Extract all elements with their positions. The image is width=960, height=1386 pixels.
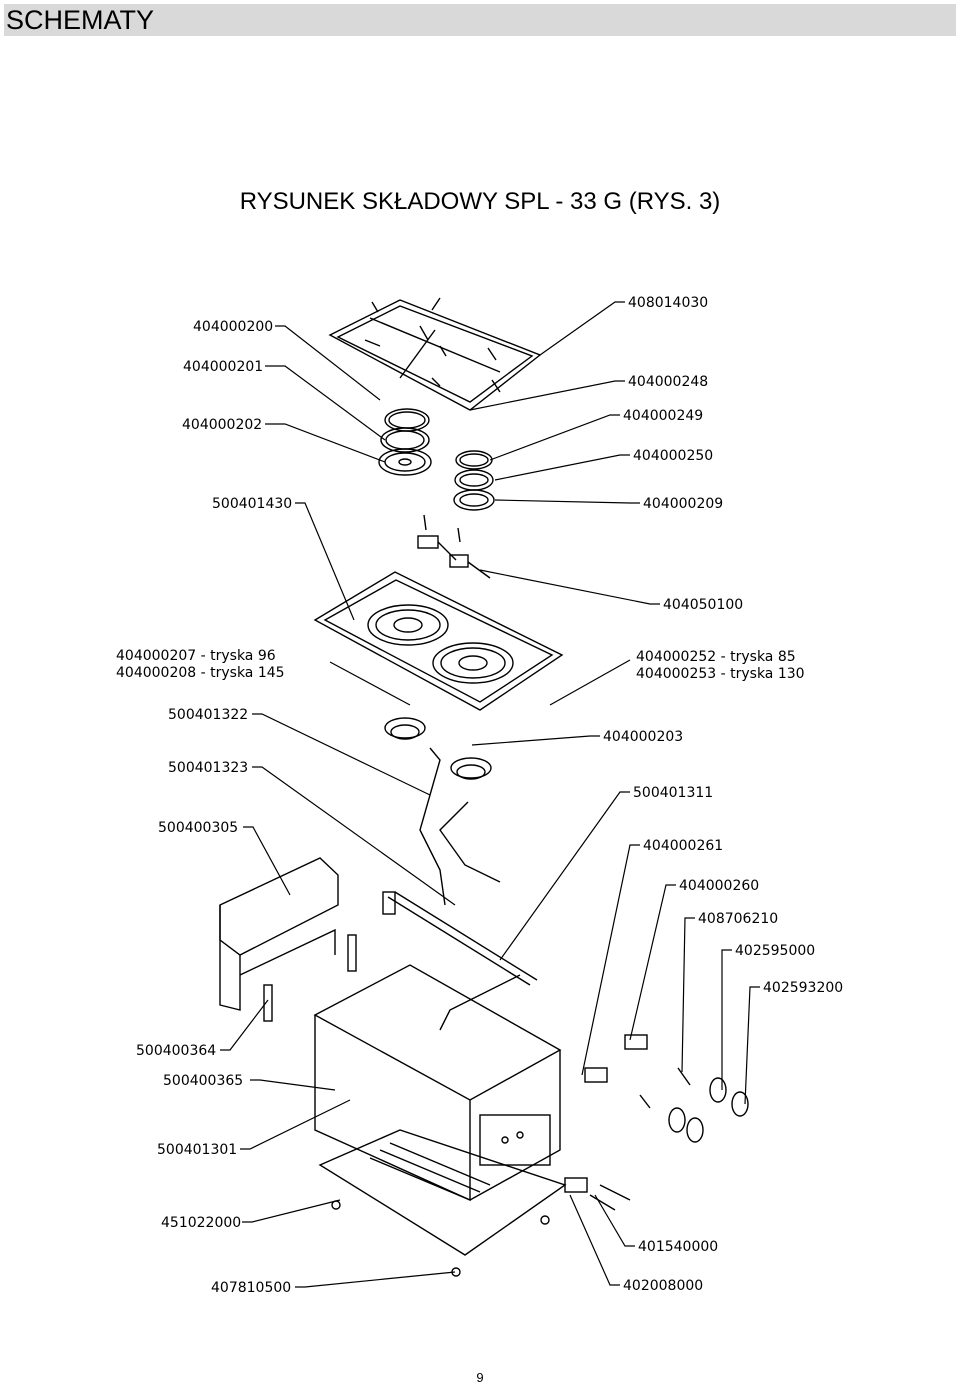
drawing-title: RYSUNEK SKŁADOWY SPL - 33 G (RYS. 3) xyxy=(239,188,721,215)
base-plate xyxy=(318,1129,567,1277)
left-burner-cap-rings xyxy=(378,408,432,476)
label-404000248: 404000248 xyxy=(628,374,708,390)
pan-support-grate xyxy=(328,297,542,411)
label-402008000: 402008000 xyxy=(623,1278,703,1294)
label-500401322: 500401322 xyxy=(168,707,248,723)
label-404050100: 404050100 xyxy=(663,597,743,613)
label-404000261: 404000261 xyxy=(643,838,723,854)
label-500400365: 500400365 xyxy=(163,1073,243,1089)
label-404000252: 404000252 - tryska 85 xyxy=(636,649,796,665)
page-number: 9 xyxy=(476,1370,484,1385)
label-500401311: 500401311 xyxy=(633,785,713,801)
section-title: SCHEMATY xyxy=(6,5,155,35)
label-404000207: 404000207 - tryska 96 xyxy=(116,648,276,664)
main-body-box xyxy=(313,964,562,1202)
label-404000209: 404000209 xyxy=(643,496,723,512)
lower-burners xyxy=(384,717,492,780)
valve-and-knob-parts xyxy=(564,1034,749,1211)
label-500401301: 500401301 xyxy=(157,1142,237,1158)
label-402595000: 402595000 xyxy=(735,943,815,959)
label-407810500: 407810500 xyxy=(211,1280,291,1296)
label-404000253: 404000253 - tryska 130 xyxy=(636,666,805,682)
label-404000201: 404000201 xyxy=(183,359,263,375)
label-451022000: 451022000 xyxy=(161,1215,241,1231)
leader-lines xyxy=(220,301,760,1288)
label-404000249: 404000249 xyxy=(623,408,703,424)
label-404000202: 404000202 xyxy=(182,417,262,433)
label-500401430: 500401430 xyxy=(212,496,292,512)
label-404000260: 404000260 xyxy=(679,878,759,894)
label-500400305: 500400305 xyxy=(158,820,238,836)
gas-tubes xyxy=(419,747,501,906)
front-panel xyxy=(219,857,357,1022)
label-500401323: 500401323 xyxy=(168,760,248,776)
label-402593200: 402593200 xyxy=(763,980,843,996)
label-408014030: 408014030 xyxy=(628,295,708,311)
gas-manifold-pipe xyxy=(382,891,538,1031)
hob-top-plate xyxy=(313,571,564,711)
label-404000208: 404000208 - tryska 145 xyxy=(116,665,285,681)
label-500400364: 500400364 xyxy=(136,1043,216,1059)
label-408706210: 408706210 xyxy=(698,911,778,927)
thermocouple-assembly xyxy=(417,514,491,579)
label-404000250: 404000250 xyxy=(633,448,713,464)
part-number-labels: 404000200 404000201 404000202 500401430 … xyxy=(116,295,843,1296)
label-404000200: 404000200 xyxy=(193,319,273,335)
right-burner-cap-rings xyxy=(453,450,495,511)
section-header: SCHEMATY xyxy=(4,4,956,36)
label-404000203: 404000203 xyxy=(603,729,683,745)
label-401540000: 401540000 xyxy=(638,1239,718,1255)
